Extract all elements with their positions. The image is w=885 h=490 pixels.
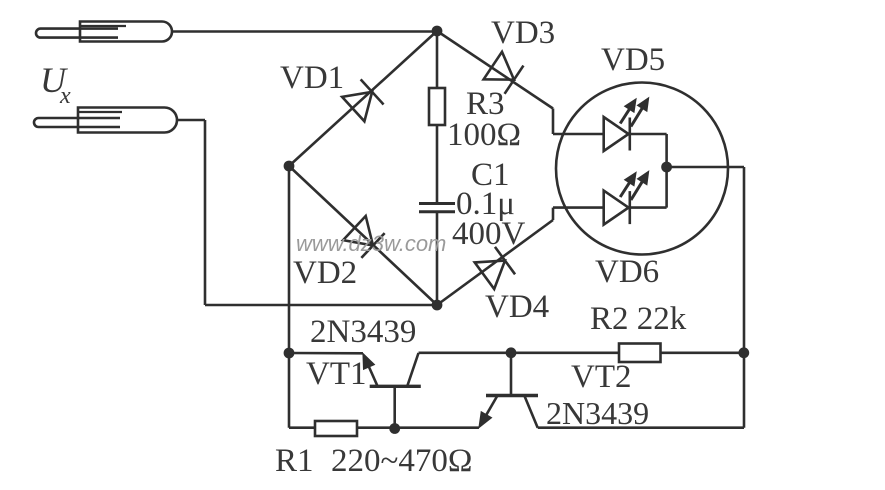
svg-text:x: x: [59, 83, 71, 109]
svg-text:VT2: VT2: [571, 359, 632, 395]
svg-text:R2 22k: R2 22k: [590, 301, 687, 337]
svg-text:100Ω: 100Ω: [447, 117, 521, 153]
svg-text:R1: R1: [275, 443, 314, 479]
svg-text:VD4: VD4: [485, 289, 549, 325]
svg-text:400V: 400V: [452, 216, 526, 252]
svg-text:www.dz3w.com: www.dz3w.com: [296, 231, 446, 256]
svg-text:2N3439: 2N3439: [310, 314, 416, 350]
svg-text:VD3: VD3: [491, 15, 555, 51]
svg-text:VD5: VD5: [601, 42, 665, 78]
svg-text:VD2: VD2: [293, 255, 357, 291]
svg-text:2N3439: 2N3439: [546, 395, 649, 431]
svg-text:VD1: VD1: [280, 60, 344, 96]
svg-text:VD6: VD6: [595, 254, 659, 290]
svg-text:220~470Ω: 220~470Ω: [331, 443, 472, 479]
svg-text:VT1: VT1: [306, 356, 367, 392]
